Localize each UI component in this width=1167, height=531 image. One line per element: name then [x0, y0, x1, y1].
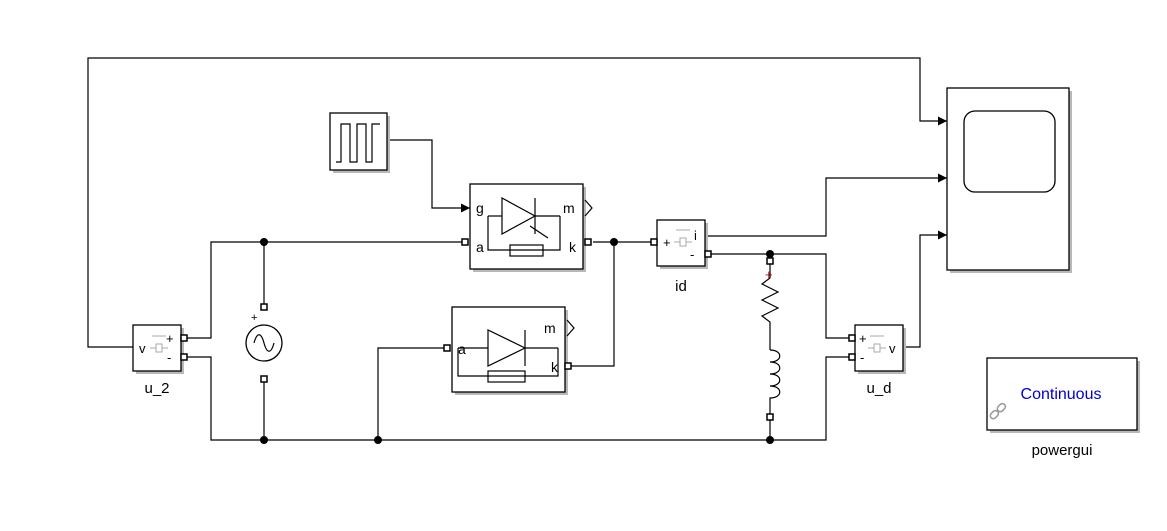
- junction-dot: [260, 436, 268, 444]
- voltage-measurement-u2-block[interactable]: v + - u_2: [132, 324, 188, 397]
- thyristor-port-a: a: [476, 239, 484, 255]
- thyristor-block[interactable]: g m a k: [461, 183, 593, 272]
- ud-port-v: v: [889, 341, 896, 356]
- diode-port-k: k: [551, 359, 559, 375]
- junction-dots: [260, 238, 774, 444]
- ac-source-plus-mark: +: [251, 312, 257, 324]
- thyristor-port-k: k: [569, 239, 577, 255]
- powergui-mode-label: Continuous: [1021, 386, 1102, 403]
- u2-block-name: u_2: [144, 380, 169, 397]
- junction-dot: [766, 436, 774, 444]
- id-block-name: id: [675, 278, 687, 295]
- powergui-block-name: powergui: [1032, 442, 1093, 459]
- thyristor-m-outport-icon: [584, 199, 593, 217]
- pulse-wave-icon: [336, 123, 380, 163]
- scope-block[interactable]: [946, 87, 1072, 273]
- powergui-block[interactable]: Continuous powergui: [986, 357, 1140, 459]
- wire-top-rail[interactable]: [187, 241, 463, 339]
- wire-pulse-to-gate[interactable]: [387, 139, 470, 213]
- resistor-icon: [760, 264, 780, 350]
- u2-port-plus: +: [166, 331, 174, 346]
- voltage-sensor-icon: [868, 335, 886, 353]
- thyristor-port-m: m: [563, 200, 575, 216]
- id-port-plus: +: [663, 235, 671, 250]
- ac-voltage-source-block[interactable]: +: [245, 303, 283, 383]
- voltage-sensor-icon: [150, 335, 168, 353]
- inductor-icon: [769, 349, 781, 414]
- ud-port-minus: -: [860, 350, 864, 365]
- wire-diode-anode[interactable]: [377, 347, 446, 440]
- id-port-minus: -: [690, 247, 694, 262]
- signal-lines: [87, 57, 947, 348]
- ud-block-name: u_d: [866, 380, 891, 397]
- junction-dot: [260, 238, 268, 246]
- current-measurement-block[interactable]: + i - id: [650, 219, 712, 295]
- u2-port-minus: -: [167, 350, 171, 365]
- wire-diode-k[interactable]: [569, 242, 615, 367]
- rl-load-block[interactable]: +: [760, 257, 781, 421]
- wire-bottom-rail[interactable]: [187, 356, 849, 441]
- load-plus-mark: +: [765, 267, 773, 282]
- voltage-measurement-ud-block[interactable]: + - v u_d: [848, 324, 906, 397]
- thyristor-port-g: g: [476, 200, 484, 216]
- u2-port-v: v: [139, 341, 146, 356]
- diode-port-a: a: [458, 341, 466, 357]
- wire-id-to-scope[interactable]: [707, 173, 947, 237]
- diode-port-m: m: [544, 320, 556, 336]
- wire-u2-to-scope[interactable]: [87, 57, 947, 348]
- junction-dot: [766, 250, 774, 258]
- link-icon: [989, 402, 1007, 420]
- thyristor-symbol-icon: [487, 196, 561, 257]
- sine-wave-icon: [253, 334, 275, 352]
- diode-symbol-icon: [457, 329, 559, 383]
- wire-id-minus-to-load[interactable]: [710, 253, 849, 339]
- diode-m-outport-icon: [566, 319, 575, 337]
- junction-dot: [610, 238, 618, 246]
- ud-port-plus: +: [859, 331, 867, 346]
- diode-block[interactable]: a m k: [443, 306, 575, 395]
- junction-dot: [374, 436, 382, 444]
- pulse-generator-block[interactable]: [329, 112, 390, 173]
- scope-screen-icon: [963, 110, 1056, 193]
- wire-ud-to-scope[interactable]: [903, 230, 947, 348]
- id-port-i: i: [694, 228, 697, 243]
- current-sensor-icon: [674, 229, 692, 247]
